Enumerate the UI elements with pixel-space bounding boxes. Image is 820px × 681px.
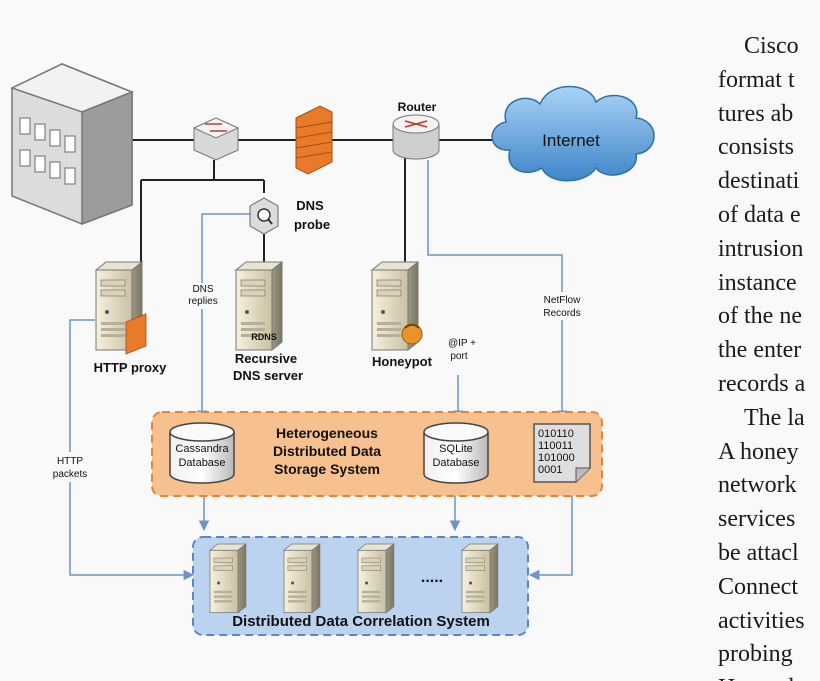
dns-probe-label-line1: DNS xyxy=(296,198,324,213)
paper-line: instance xyxy=(718,269,797,296)
correlation-server-icon-2 xyxy=(283,543,321,614)
ellipsis: ..... xyxy=(421,569,443,586)
paper-line: probing xyxy=(718,641,793,668)
paper-line: be attacl xyxy=(718,539,799,566)
http-packets-label-line1: HTTP xyxy=(57,456,83,467)
correlation-server-icon-3 xyxy=(357,543,395,614)
binary-line-2: 110011 xyxy=(538,440,573,452)
storage-title-line3: Storage System xyxy=(274,461,380,477)
storage-title-line1: Heterogeneous xyxy=(276,425,378,441)
recursive-dns-label-line1: Recursive xyxy=(235,351,297,366)
paper-line: Cisco xyxy=(744,33,799,59)
paper-line: tures ab xyxy=(718,100,794,127)
router-icon xyxy=(392,114,440,160)
correlation-server-icon-1 xyxy=(209,543,247,614)
paper-line: destinati xyxy=(718,168,800,195)
storage-system-box xyxy=(151,411,603,497)
netflow-label-line1: NetFlow xyxy=(544,295,581,306)
sqlite-label-line1: SQLite xyxy=(439,443,473,455)
internet-cloud-icon xyxy=(491,85,655,182)
paper-line: the enter xyxy=(718,337,802,364)
paper-line: Honeyd xyxy=(718,672,820,681)
ip-port-label-line2: port xyxy=(450,351,467,362)
storage-title-line2: Distributed Data xyxy=(273,443,381,459)
paper-line: Connect xyxy=(718,573,798,600)
recursive-dns-label-line2: DNS server xyxy=(233,368,303,383)
paper-line: services xyxy=(718,506,796,533)
internet-label: Internet xyxy=(542,131,600,150)
http-proxy-server-icon xyxy=(95,261,147,355)
paper-line: records a xyxy=(718,370,806,397)
paper-line: The la xyxy=(744,404,805,431)
cassandra-database-icon xyxy=(169,422,235,484)
http-proxy-label: HTTP proxy xyxy=(94,360,167,375)
firewall-icon xyxy=(295,105,333,175)
enterprise-building-icon xyxy=(10,63,135,226)
netflow-label-line2: Records xyxy=(543,308,580,319)
cassandra-label-line2: Database xyxy=(178,457,225,469)
dns-replies-label-line1: DNS xyxy=(192,284,213,295)
correlation-system-label: Distributed Data Correlation System xyxy=(232,613,490,630)
paper-line: format t xyxy=(718,66,795,93)
honeypot-label: Honeypot xyxy=(372,354,433,369)
sqlite-database-icon xyxy=(423,422,489,484)
paper-line: A honey xyxy=(718,438,799,465)
honeypot-server-icon xyxy=(371,261,423,351)
network-architecture-diagram: Router Internet DNS probe DNS replies Ne… xyxy=(10,63,655,636)
paper-line: of the ne xyxy=(718,303,802,330)
dns-probe-label-line2: probe xyxy=(294,217,330,232)
http-packets-label-line2: packets xyxy=(53,469,87,480)
binary-file-icon xyxy=(533,423,591,483)
paper-line: network xyxy=(718,472,797,499)
paper-line: of data e xyxy=(718,201,801,228)
paper-text-column: Cisco format t tures ab consists destina… xyxy=(718,30,820,681)
cassandra-label-line1: Cassandra xyxy=(175,443,229,455)
rdns-tag: RDNS xyxy=(251,332,277,342)
dns-replies-label-line2: replies xyxy=(188,296,217,307)
binary-line-1: 010110 xyxy=(538,428,574,440)
correlation-server-icon-4 xyxy=(461,543,499,614)
paper-line: consists xyxy=(718,134,795,161)
network-switch-icon xyxy=(192,117,240,161)
paper-line: intrusion xyxy=(718,235,804,262)
ip-port-label-line1: @IP + xyxy=(448,338,476,349)
binary-line-4: 0001 xyxy=(538,464,562,476)
magnifier-icon xyxy=(249,197,279,235)
binary-line-3: 101000 xyxy=(538,452,575,464)
router-label: Router xyxy=(398,100,437,114)
paper-line: activities xyxy=(718,607,805,634)
sqlite-label-line2: Database xyxy=(432,457,479,469)
